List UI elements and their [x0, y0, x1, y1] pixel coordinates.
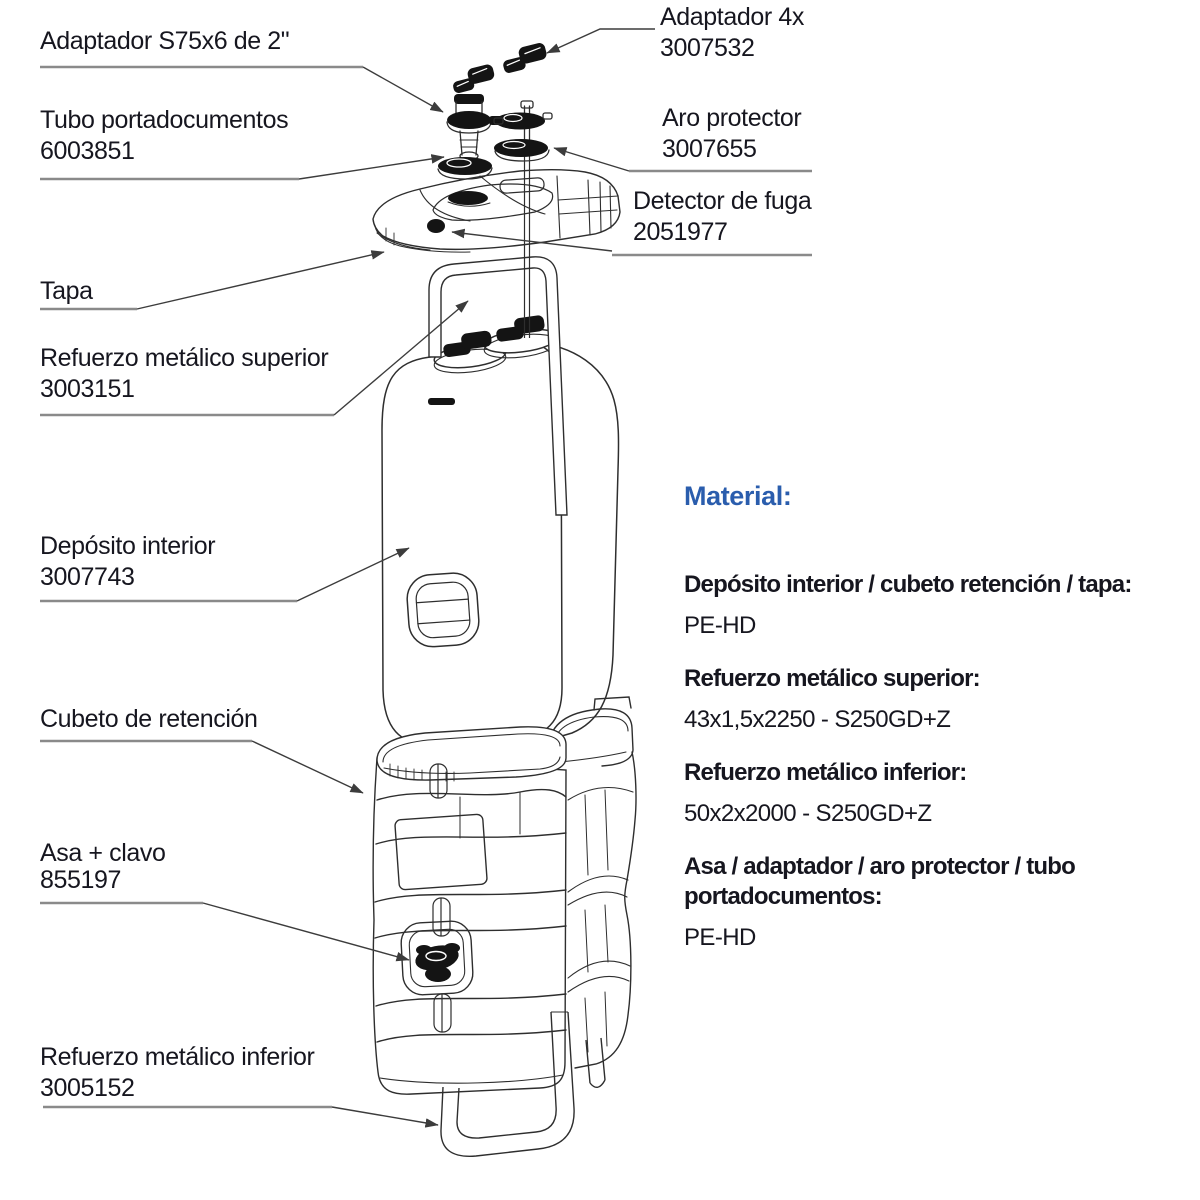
callout-detector-fuga: Detector de fuga 2051977 [633, 186, 812, 248]
detector-assembly [493, 100, 553, 162]
material-item-value: PE-HD [684, 612, 756, 639]
tank-top-fittings [433, 315, 559, 374]
callout-line: Tapa [40, 277, 93, 305]
callout-part-number: 3007532 [660, 34, 755, 62]
tank-label-dash [428, 398, 455, 405]
level-gauge-window [406, 572, 480, 648]
callout-deposito-interior: Depósito interior 3007743 [40, 531, 216, 593]
callout-tapa: Tapa [40, 276, 93, 307]
callout-line: Adaptador 4x [660, 3, 804, 31]
callout-tubo-portadocumentos: Tubo portadocumentos 6003851 [40, 105, 289, 167]
callout-line: Depósito interior [40, 532, 216, 560]
callout-part-number: 3007655 [662, 135, 757, 163]
callout-aro-protector: Aro protector 3007655 [662, 103, 802, 165]
material-item-name: Refuerzo metálico superior: [684, 665, 981, 692]
callout-line: Refuerzo metálico superior [40, 344, 329, 372]
outer-tank-rim [376, 726, 567, 782]
tapa-drawing [372, 169, 621, 253]
callout-part-number: 855197 [40, 866, 122, 894]
callout-part-number: 2051977 [633, 218, 728, 246]
material-item-name: Depósito interior / cubeto retención / t… [684, 571, 1132, 598]
adapter-caps [453, 43, 547, 93]
callout-line: Asa + clavo [40, 839, 166, 867]
material-item-value: PE-HD [684, 924, 756, 951]
callout-line: Detector de fuga [633, 187, 812, 215]
lower-reinforcement-drawing [440, 1011, 575, 1157]
callout-cubeto: Cubeto de retención [40, 704, 258, 735]
upper-reinforcement-drawing [428, 256, 568, 516]
document-panel [394, 813, 488, 891]
exploded-parts [437, 43, 553, 180]
callout-adaptador-s75: Adaptador S75x6 de 2" [40, 26, 290, 57]
callout-refuerzo-inferior: Refuerzo metálico inferior 3005152 [40, 1042, 315, 1104]
callout-part-number: 3005152 [40, 1074, 135, 1102]
callout-part-number: 3003151 [40, 375, 135, 403]
callout-line: Aro protector [662, 104, 802, 132]
leader-lines [136, 28, 655, 1128]
document-tube [446, 94, 503, 161]
callout-asa-clavo: Asa + clavo 855197 [40, 840, 166, 894]
material-item-value: 43x1,5x2250 - S250GD+Z [684, 706, 951, 733]
callout-part-number: 3007743 [40, 563, 135, 591]
material-section: Material: Depósito interior / cubeto ret… [684, 481, 1168, 964]
callout-underlines [40, 65, 812, 1109]
callout-refuerzo-superior: Refuerzo metálico superior 3003151 [40, 343, 329, 405]
detector-rod [523, 150, 531, 338]
material-item-value: 50x2x2000 - S250GD+Z [684, 800, 932, 827]
material-title: Material: [684, 481, 792, 511]
callout-part-number: 6003851 [40, 137, 135, 165]
callout-line: Cubeto de retención [40, 705, 258, 733]
callout-line: Tubo portadocumentos [40, 106, 289, 134]
tube-base-disc [437, 157, 493, 180]
lower-reinforcement-back-loop [585, 1037, 606, 1088]
callout-line: Refuerzo metálico inferior [40, 1043, 315, 1071]
inner-tank-drawing [381, 315, 620, 745]
callout-line: Adaptador S75x6 de 2" [40, 27, 290, 55]
material-item-name: Asa / adaptador / aro protector / tubo p… [684, 853, 1076, 910]
asa-handle [415, 943, 460, 982]
callout-adaptador-4x: Adaptador 4x 3007532 [660, 2, 804, 64]
detector-knob [427, 219, 445, 233]
outer-tank-front [372, 726, 567, 1095]
material-item-name: Refuerzo metálico inferior: [684, 759, 967, 786]
